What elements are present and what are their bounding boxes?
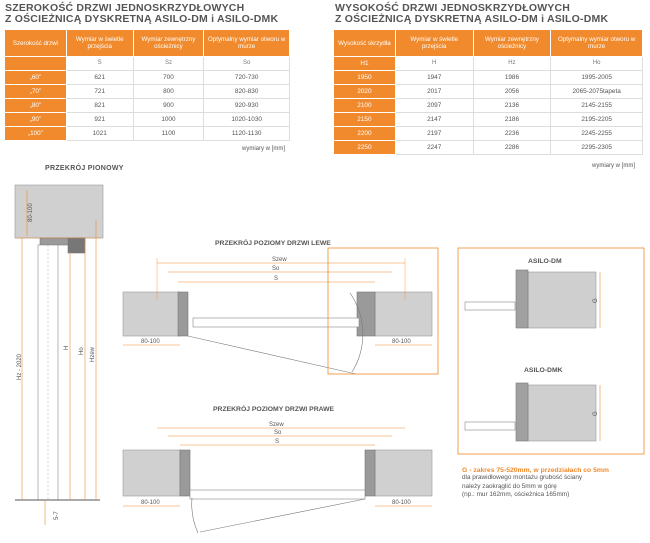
height-table-title: WYSOKOŚĆ DRZWI JEDNOSKRZYDŁOWYCH Z OŚCIE… (335, 2, 609, 25)
left-dim-so: So (272, 266, 280, 272)
dim-ho: Ho (79, 347, 85, 355)
row-label: „80” (4, 98, 67, 113)
left-dim-s: S (274, 276, 278, 282)
height-header: Wymiar w świetle przejścia (394, 29, 474, 57)
table-cell: 2286 (472, 140, 552, 155)
left-section-title: PRZEKRÓJ POZIOMY DRZWI LEWE (215, 238, 331, 247)
left-door-section (122, 258, 433, 375)
g-note-line: (np.: mur 162mm, ościeżnica 165mm) (462, 491, 570, 498)
table-cell: 2295-2305 (550, 140, 643, 155)
detail-dm-title: ASILO-DM (528, 258, 562, 265)
right-dim-s: S (275, 439, 279, 445)
right-dim-so: So (274, 430, 282, 436)
detail-dm-g: G (593, 298, 599, 303)
height-symbol: H (394, 56, 474, 71)
detail-dmk (464, 382, 601, 442)
g-note: G - zakres 75-520mm, w przedziałach co 5… (462, 467, 642, 500)
wall-block (14, 184, 104, 239)
width-table: Szerokość drzwi Wymiar w świetle przejśc… (4, 29, 290, 141)
g-note-line: należy zaokrąglić do 5mm w górę (462, 482, 557, 490)
width-units-note: wymiary w [mm] (242, 146, 285, 152)
height-symbol: Hz (472, 56, 552, 71)
height-table: Wysokość skrzydła Wymiar w świetle przej… (333, 29, 643, 155)
left-dim-wall-left: 80-100 (141, 339, 160, 345)
table-cell: 1100 (132, 126, 205, 141)
detail-marker (327, 247, 439, 375)
right-dim-szew: Szew (269, 422, 284, 428)
detail-dm (464, 269, 601, 329)
dim-hzew: Hzew (90, 346, 96, 362)
vertical-section-title: PRZEKRÓJ PIONOWY (45, 163, 124, 172)
frame-profile (67, 237, 86, 254)
g-note-heading: G - zakres 75-520mm, w przedziałach co 5… (462, 467, 609, 474)
width-header: Wymiar zewnętrzny ościeżnicy (132, 29, 205, 57)
dim-hz: Hz - 2020 (17, 353, 23, 380)
table-cell: 2247 (394, 140, 474, 155)
g-note-line: dla prawidłowego montażu grubość ściany (462, 474, 583, 481)
width-symbol (4, 56, 67, 71)
row-label: „100” (4, 126, 67, 141)
right-door-section (122, 427, 433, 534)
height-header: Wysokość skrzydła (333, 29, 396, 57)
details-box (457, 247, 645, 455)
row-label: 2020 (333, 84, 396, 99)
width-symbol: S (65, 56, 134, 71)
dim-top: 80-100 (28, 203, 34, 222)
height-symbol: Ho (550, 56, 643, 71)
table-cell: 1120-1130 (203, 126, 290, 141)
left-dim-wall-right: 80-100 (392, 339, 411, 345)
left-dim-szew: Szew (272, 257, 287, 263)
width-table-title: SZEROKOŚĆ DRZWI JEDNOSKRZYDŁOWYCH Z OŚCI… (5, 2, 279, 25)
table-cell: 1021 (65, 126, 134, 141)
dim-h: H (64, 346, 70, 350)
dim-bottom: 5-7 (54, 511, 60, 520)
vertical-section (14, 184, 104, 525)
row-label: 2250 (333, 140, 396, 155)
detail-dmk-g: G (593, 411, 599, 416)
height-header: Optymalny wymiar otworu w murze (550, 29, 643, 57)
detail-dmk-title: ASILO-DMK (524, 367, 563, 374)
height-symbol: H1 (333, 56, 396, 71)
right-section-title: PRZEKRÓJ POZIOMY DRZWI PRAWE (213, 404, 335, 413)
right-dim-wall-left: 80-100 (141, 500, 160, 506)
row-label: „60” (4, 70, 67, 85)
width-symbol: So (203, 56, 290, 71)
height-units-note: wymiary w [mm] (592, 163, 635, 169)
height-header: Wymiar zewnętrzny ościeżnicy (472, 29, 552, 57)
right-dim-wall-right: 80-100 (392, 500, 411, 506)
